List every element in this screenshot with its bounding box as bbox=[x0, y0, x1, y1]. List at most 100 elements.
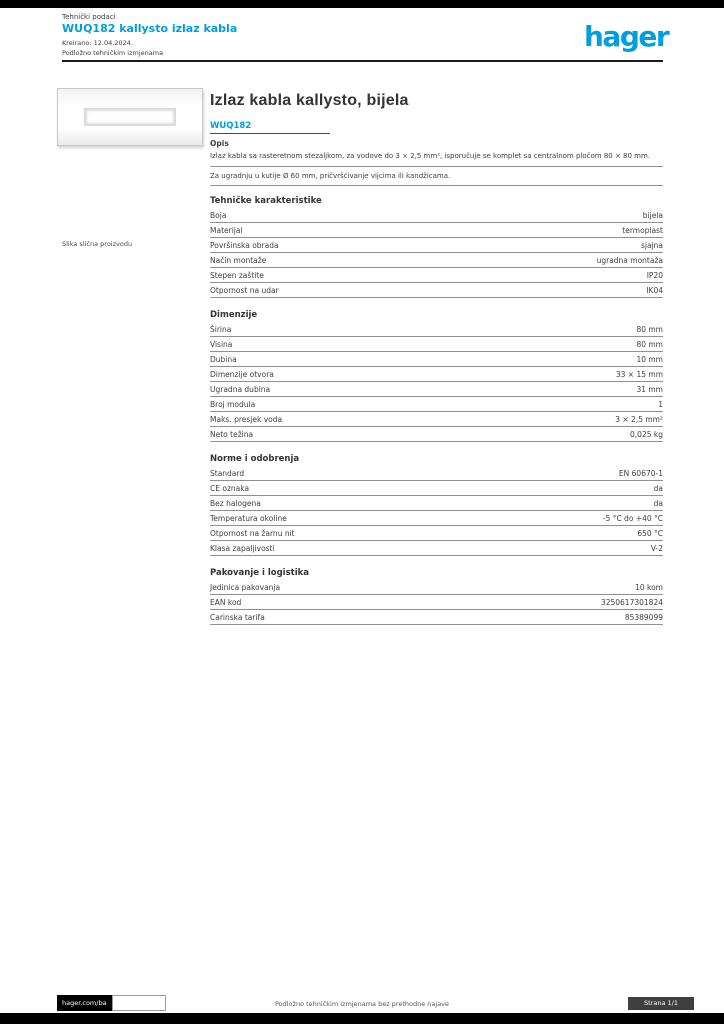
spec-row: Bez halogena da bbox=[210, 496, 663, 511]
spec-row: Otpornost na žarnu nit 650 °C bbox=[210, 526, 663, 541]
spec-value: 650 °C bbox=[637, 529, 663, 538]
spec-row: Temperatura okoline -5 °C do +40 °C bbox=[210, 511, 663, 526]
product-photo bbox=[57, 88, 203, 146]
datasheet-page: Tehnički podaci WUQ182 kallysto izlaz ka… bbox=[0, 8, 724, 1013]
spec-row: Broj modula 1 bbox=[210, 397, 663, 412]
spec-group-heading: Dimenzije bbox=[210, 310, 258, 320]
spec-label: Visina bbox=[210, 340, 233, 349]
header-divider bbox=[62, 60, 663, 62]
spec-row: Ugradna dubina 31 mm bbox=[210, 382, 663, 397]
spec-value: 31 mm bbox=[636, 385, 663, 394]
spec-row: Površinska obrada sjajna bbox=[210, 238, 663, 253]
spec-value: IP20 bbox=[646, 271, 663, 280]
spec-label: EAN kod bbox=[210, 598, 242, 607]
spec-row: Boja bijela bbox=[210, 208, 663, 223]
spec-value: termoplast bbox=[622, 226, 663, 235]
spec-value: bijela bbox=[642, 211, 663, 220]
spec-row: Materijal termoplast bbox=[210, 223, 663, 238]
spec-label: Dubina bbox=[210, 355, 237, 364]
spec-value: sjajna bbox=[640, 241, 663, 250]
header: Tehnički podaci WUQ182 kallysto izlaz ka… bbox=[62, 13, 237, 58]
footer-left: hager.com/ba bbox=[57, 995, 166, 1011]
spec-value: EN 60670-1 bbox=[618, 469, 663, 478]
spec-label: Standard bbox=[210, 469, 245, 478]
footer-site-link[interactable]: hager.com/ba bbox=[57, 995, 112, 1011]
spec-value: 80 mm bbox=[636, 340, 663, 349]
spec-label: Stepen zaštite bbox=[210, 271, 264, 280]
spec-value: 1 bbox=[658, 400, 663, 409]
spec-group-heading: Pakovanje i logistika bbox=[210, 568, 310, 578]
description-text: Izlaz kabla sa rasteretnom stezaljkom, z… bbox=[210, 151, 663, 167]
spec-value: V-2 bbox=[650, 544, 663, 553]
plate-opening-shape bbox=[84, 108, 176, 126]
footer-note: Podložno tehničkim izmjenama bez prethod… bbox=[274, 1000, 450, 1008]
doc-type: Tehnički podaci bbox=[62, 13, 116, 21]
header-product-line: WUQ182 kallysto izlaz kabla bbox=[62, 22, 238, 35]
spec-value: 80 mm bbox=[636, 325, 663, 334]
spec-value: 33 × 15 mm bbox=[615, 370, 663, 379]
spec-value: 85389099 bbox=[624, 613, 663, 622]
spec-label: Broj modula bbox=[210, 400, 256, 409]
spec-row: Jedinica pakovanja 10 kom bbox=[210, 580, 663, 595]
spec-row: Carinska tarifa 85389099 bbox=[210, 610, 663, 625]
spec-label: Klasa zapaljivosti bbox=[210, 544, 275, 553]
spec-label: Ugradna dubina bbox=[210, 385, 271, 394]
footer-page-indicator: Strana 1/1 bbox=[628, 997, 694, 1010]
description-block: Opis Izlaz kabla sa rasteretnom stezaljk… bbox=[210, 139, 663, 186]
spec-row: Standard EN 60670-1 bbox=[210, 466, 663, 481]
spec-row: EAN kod 3250617301824 bbox=[210, 595, 663, 610]
spec-label: Carinska tarifa bbox=[210, 613, 265, 622]
reference-underline bbox=[210, 133, 330, 134]
spec-label: Jedinica pakovanja bbox=[210, 583, 281, 592]
spec-group-heading: Tehničke karakteristike bbox=[210, 196, 322, 206]
spec-value: IK04 bbox=[646, 286, 663, 295]
description-label: Opis bbox=[210, 139, 229, 148]
spec-row: Neto težina 0,025 kg bbox=[210, 427, 663, 442]
page-title: Izlaz kabla kallysto, bijela bbox=[210, 92, 409, 109]
spec-value: 10 kom bbox=[635, 583, 663, 592]
spec-label: Površinska obrada bbox=[210, 241, 279, 250]
spec-label: Boja bbox=[210, 211, 227, 220]
spec-row: Klasa zapaljivosti V-2 bbox=[210, 541, 663, 556]
spec-label: Otpornost na žarnu nit bbox=[210, 529, 295, 538]
spec-row: Širina 80 mm bbox=[210, 322, 663, 337]
header-note: Podložno tehničkim izmjenama bbox=[62, 49, 164, 58]
spec-label: Neto težina bbox=[210, 430, 254, 439]
spec-value: -5 °C do +40 °C bbox=[602, 514, 663, 523]
spec-row: Otpornost na udar IK04 bbox=[210, 283, 663, 298]
spec-label: Dimenzije otvora bbox=[210, 370, 274, 379]
spec-row: Dimenzije otvora 33 × 15 mm bbox=[210, 367, 663, 382]
spec-label: Materijal bbox=[210, 226, 243, 235]
spec-value: ugradna montaža bbox=[596, 256, 663, 265]
spec-label: Bez halogena bbox=[210, 499, 261, 508]
spec-label: Maks. presjek voda bbox=[210, 415, 283, 424]
product-reference: WUQ182 bbox=[210, 121, 252, 131]
spec-value: 3250617301824 bbox=[600, 598, 663, 607]
spec-value: 3 × 2,5 mm² bbox=[615, 415, 663, 424]
spec-label: Otpornost na udar bbox=[210, 286, 279, 295]
footer-blank-box bbox=[111, 995, 166, 1011]
spec-row: Maks. presjek voda 3 × 2,5 mm² bbox=[210, 412, 663, 427]
spec-label: Temperatura okoline bbox=[210, 514, 287, 523]
spec-row: Stepen zaštite IP20 bbox=[210, 268, 663, 283]
spec-group-heading: Norme i odobrenja bbox=[210, 454, 300, 464]
description-text-2: Za ugradnju u kutije Ø 60 mm, pričvršćiv… bbox=[210, 167, 663, 186]
spec-row: CE oznaka da bbox=[210, 481, 663, 496]
spec-row: Dubina 10 mm bbox=[210, 352, 663, 367]
spec-label: CE oznaka bbox=[210, 484, 250, 493]
hager-logo: hager bbox=[584, 20, 670, 53]
image-caption: Slika slična proizvodu bbox=[62, 240, 133, 248]
spec-label: Širina bbox=[210, 325, 232, 334]
header-date: Kreirano: 12.04.2024. bbox=[62, 39, 133, 47]
spec-value: da bbox=[653, 484, 663, 493]
spec-value: da bbox=[653, 499, 663, 508]
spec-value: 0,025 kg bbox=[630, 430, 663, 439]
spec-value: 10 mm bbox=[636, 355, 663, 364]
spec-row: Visina 80 mm bbox=[210, 337, 663, 352]
